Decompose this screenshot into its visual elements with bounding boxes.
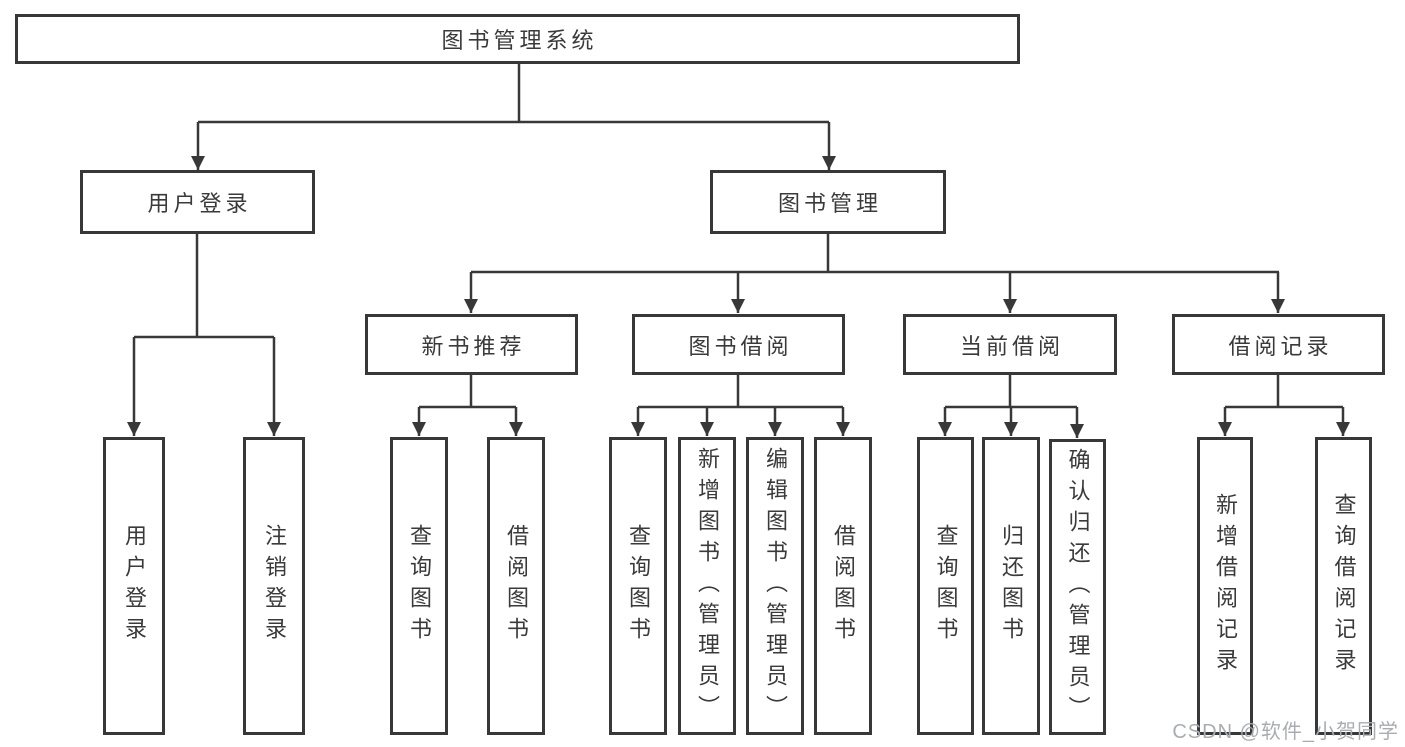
leaf-borrow-book-recommend: 借阅图书: [487, 437, 545, 735]
leaf-label: 借阅图书: [504, 524, 529, 648]
leaf-label: 用户登录: [122, 524, 147, 648]
node-new-book-recommend: 新书推荐: [365, 314, 578, 375]
node-label: 用户登录: [147, 191, 252, 216]
node-label: 借阅记录: [1228, 333, 1333, 359]
leaf-logout: 注销登录: [243, 437, 305, 735]
leaf-borrow-book: 借阅图书: [814, 437, 872, 735]
watermark: CSDN @软件_小贺同学: [1172, 721, 1399, 743]
leaf-label: 查询图书: [626, 524, 651, 648]
leaf-query-book-recommend: 查询图书: [390, 437, 448, 735]
leaf-user-login: 用户登录: [103, 437, 165, 735]
node-label: 当前借阅: [959, 333, 1064, 359]
leaf-query-borrow-record: 查询借阅记录: [1315, 437, 1372, 735]
node-borrow-records: 借阅记录: [1172, 314, 1385, 375]
leaf-query-book-borrow: 查询图书: [609, 437, 667, 735]
node-user-login: 用户登录: [80, 170, 315, 234]
leaf-label: 编辑图书（管理员）: [763, 446, 788, 726]
leaf-label: 查询图书: [933, 524, 959, 648]
leaf-label: 借阅图书: [831, 524, 856, 648]
leaf-label: 新增借阅记录: [1213, 493, 1238, 679]
node-label: 图书管理: [777, 191, 882, 216]
node-label: 图书借阅: [688, 333, 793, 359]
leaf-label: 归还图书: [999, 524, 1024, 648]
leaf-add-book-admin: 新增图书（管理员）: [678, 437, 736, 735]
node-label: 新书推荐: [421, 333, 526, 359]
node-book-borrow: 图书借阅: [632, 314, 845, 375]
leaf-label: 查询借阅记录: [1331, 493, 1357, 679]
node-library-system: 图书管理系统: [15, 14, 1020, 64]
connector-skeleton: [134, 64, 1343, 409]
leaf-return-book: 归还图书: [982, 437, 1040, 735]
node-book-management: 图书管理: [710, 170, 946, 234]
leaf-query-book-current: 查询图书: [917, 437, 974, 735]
node-current-borrow: 当前借阅: [903, 314, 1117, 375]
leaf-label: 确认归还（管理员）: [1065, 447, 1091, 727]
leaf-label: 查询图书: [407, 524, 432, 648]
leaf-label: 注销登录: [262, 524, 287, 648]
leaf-add-borrow-record: 新增借阅记录: [1197, 437, 1253, 735]
leaf-edit-book-admin: 编辑图书（管理员）: [746, 437, 804, 735]
leaf-confirm-return-admin: 确认归还（管理员）: [1049, 439, 1106, 735]
leaf-label: 新增图书（管理员）: [695, 446, 720, 726]
node-label: 图书管理系统: [441, 28, 598, 53]
